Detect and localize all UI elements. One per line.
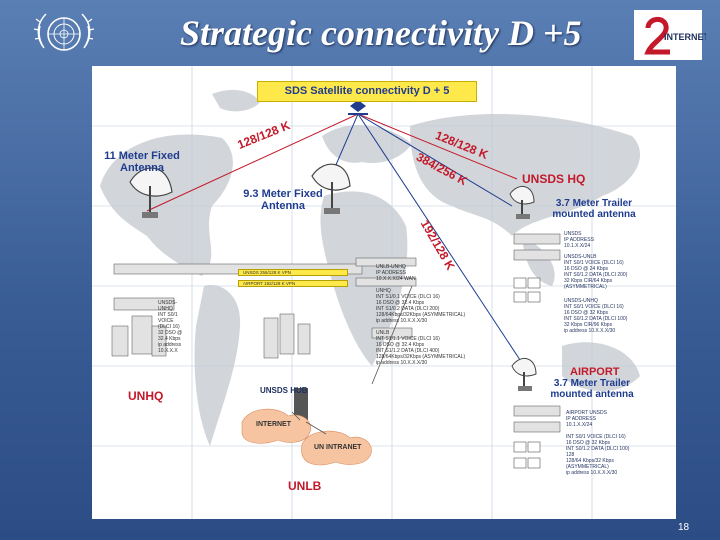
network-diagram: SDS Satellite connectivity D + 5 128/128…	[92, 66, 676, 519]
vpn-bar: AIRPORT 192/128 K VPN	[238, 280, 348, 287]
satellite-icon	[350, 100, 366, 112]
intranet-cloud-icon	[301, 430, 372, 466]
hq-address-note: UNSDS IP ADDRESS 10.1.X.X/24	[564, 231, 594, 249]
unhq-label: UNHQ	[128, 389, 164, 403]
unlb-interface-note: UNLB INT S1/1.1 VOICE (DLCI 16) 16 DSO @…	[376, 330, 466, 366]
un-emblem-icon	[33, 13, 95, 51]
satellite-dish-icon	[129, 167, 173, 218]
slide-header: Strategic connectivity D +5 INTERNET	[0, 0, 720, 66]
unlb-label: UNLB	[288, 479, 322, 493]
hq-unhq-note: UNSDS-UNHQ INT S0/1 VOICE (DLCI 16) 16 D…	[564, 298, 628, 334]
internet-logo-text: INTERNET	[664, 32, 706, 42]
unsds-hq-label: UNSDS HQ	[522, 172, 586, 186]
vpn-bar: UNSDS 256/128 K VPN	[238, 269, 348, 276]
internet-label: INTERNET	[256, 421, 291, 428]
slide-number: 18	[678, 522, 690, 533]
airport-label: AIRPORT	[570, 366, 620, 378]
satellite-dish-icon	[511, 358, 537, 391]
satellite-dish-icon	[509, 186, 535, 219]
unlb-address-note: UNLB-UNHQ IP ADDRESS 10.X.X.X/24 WAN	[376, 264, 416, 282]
unhq-interface-note: UNHQ INT S1/0.1 VOICE (DLCI 16) 16 DSO @…	[376, 288, 466, 324]
hq-unlb-note: UNSDS-UNLB INT S0/1 VOICE (DLCI 16) 16 D…	[564, 254, 628, 290]
internet2-logo: INTERNET	[634, 10, 706, 60]
slide-title: Strategic connectivity D +5	[180, 13, 582, 53]
un-intranet-label: UN INTRANET	[314, 444, 362, 451]
unsds-hub-label: UNSDS HUB	[260, 386, 308, 395]
hub-server-icon	[294, 388, 308, 422]
airport-address-note: AIRPORT UNSDS IP ADDRESS 10.1.X.X/24	[566, 410, 607, 428]
unhq-voice-note: UNSDS- UNHQ INT S0/1 VOICE (DLCI 16) 32 …	[158, 300, 183, 354]
internet-cloud-icon	[241, 408, 311, 444]
world-map	[92, 66, 676, 519]
airport-interface-note: INT S0/1 VOICE (DLCI 16) 16 DSO @ 32 Kbp…	[566, 434, 630, 476]
satellite-dish-icon	[311, 163, 351, 214]
telephone-icon	[513, 277, 541, 469]
sds-connectivity-banner: SDS Satellite connectivity D + 5	[257, 81, 477, 102]
